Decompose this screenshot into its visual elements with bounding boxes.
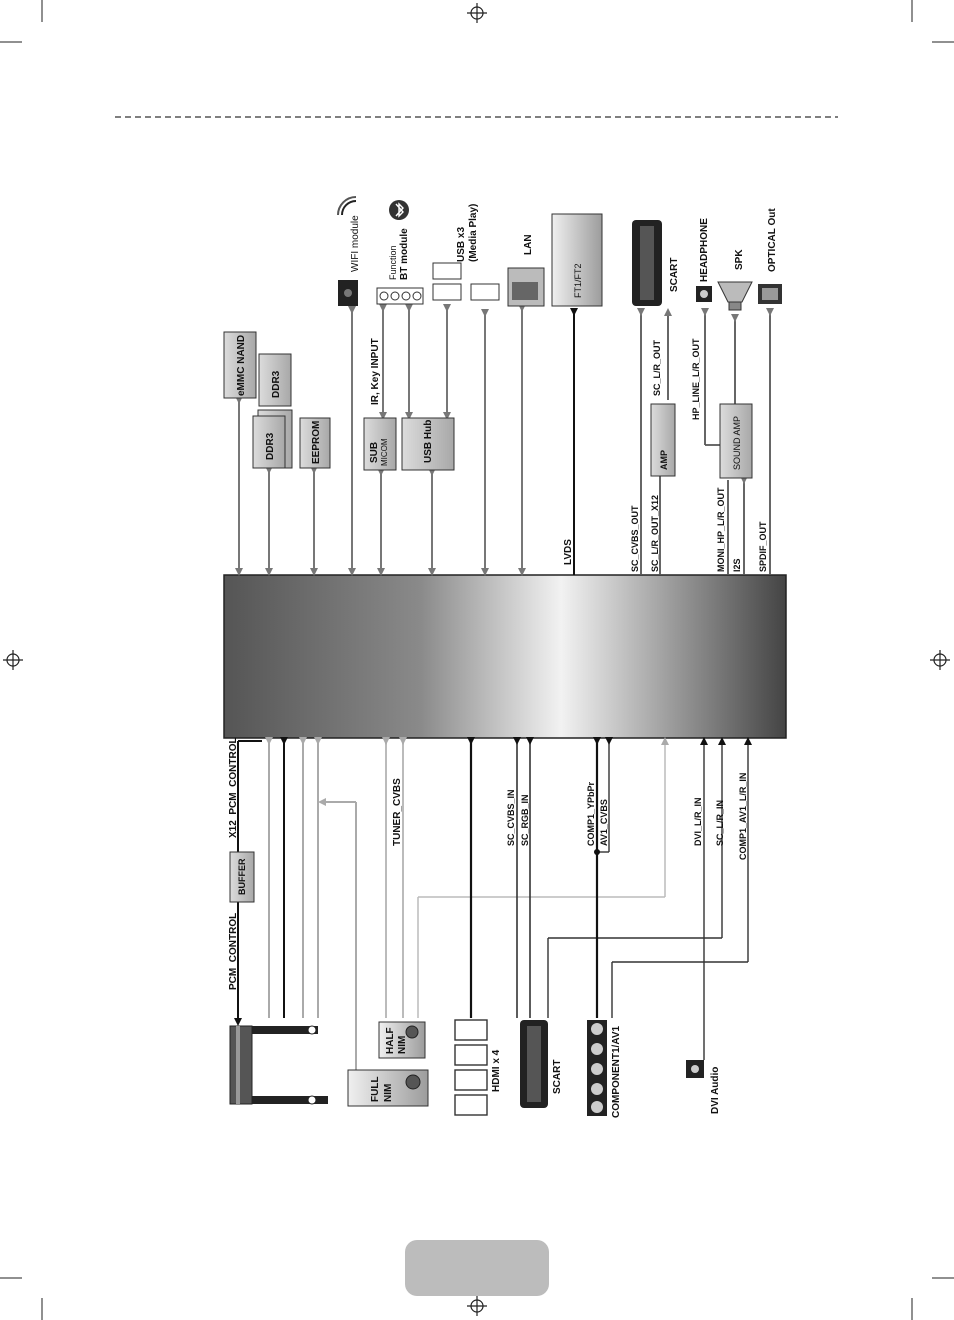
comp1-av1-lr-in-label: COMP1_AV1_L/R_IN: [738, 773, 748, 860]
registration-mark-icon: [3, 650, 23, 670]
ft1-ft2-panel: [551, 213, 603, 307]
sc-lr-out-label: SC_L/R_OUT: [652, 339, 662, 396]
comp1-ypbpr-label: COMP1_YPbPr: [586, 781, 596, 846]
full-nim-label-1: FULL: [370, 1076, 381, 1102]
registration-mark-icon: [467, 3, 487, 23]
wifi-icon: [337, 196, 357, 216]
lvds-label: LVDS: [563, 539, 574, 565]
usb-hub-label: USB Hub: [423, 420, 434, 463]
ft1-ft2-label: FT1/FT2: [573, 263, 583, 298]
optical-out-label: OPTICAL Out: [767, 208, 778, 272]
usb-port-1: [432, 262, 462, 280]
buffer-box: [229, 851, 255, 903]
tuner-cvbs-label: TUNER_CVBS: [392, 778, 403, 846]
amp-label: AMP: [659, 450, 669, 470]
speaker-icon: [717, 281, 753, 311]
sc-rgb-in-label: SC_RGB_IN: [520, 794, 530, 846]
sound-amp-label: SOUND AMP: [732, 416, 742, 470]
function-label: Function: [388, 245, 398, 280]
sub-micom-box: [363, 417, 397, 471]
lan-label: LAN: [523, 234, 534, 255]
half-nim-box: [378, 1021, 426, 1059]
ddr3-b-label: DDR3: [271, 370, 282, 398]
dvi-lr-in-label: DVI_L/R_IN: [693, 797, 703, 846]
sc-cvbs-in-label: SC_CVBS_IN: [506, 789, 516, 846]
scart-input-connector: [520, 1020, 548, 1108]
sub-micom-label-1: SUB: [369, 442, 380, 463]
spdif-out-label: SPDIF_OUT: [758, 521, 768, 572]
eeprom-box: [299, 417, 331, 469]
spk-label: SPK: [734, 249, 745, 270]
x12-pcm-control-label: X12_PCM_CONTROL: [228, 737, 239, 838]
half-nim-label-1: HALF: [385, 1027, 396, 1054]
wifi-module-label: WIFI module: [350, 215, 361, 272]
usb-port-2: [432, 283, 462, 301]
pcm-control-label: PCM_CONTROL: [228, 913, 239, 990]
amp-box: [650, 403, 676, 477]
tuner-control-lines: [234, 737, 669, 1070]
full-nim-label-2: NIM: [383, 1084, 394, 1102]
scart-out-label: SCART: [669, 258, 680, 292]
page-number-tab: [405, 1240, 549, 1296]
av-input-lines: [467, 737, 752, 1060]
moni-hp-lr-out-label: MONI_HP_L/R_OUT: [716, 487, 726, 572]
component1-av1-label: COMPONENT1/AV1: [611, 1026, 622, 1118]
av1-cvbs-label: AV1_CVBS: [599, 799, 609, 846]
top-connections: [235, 304, 526, 576]
usb-port-3: [470, 283, 500, 301]
scart-in-label: SCART: [552, 1060, 563, 1094]
sc-lr-out-x12-label: SC_L/R_OUT_X12: [650, 495, 660, 572]
registration-mark-icon: [467, 1296, 487, 1316]
dvi-audio-label: DVI Audio: [710, 1067, 721, 1114]
ddr3-box-b: [258, 353, 292, 407]
hdmi-x4-label: HDMI x 4: [491, 1049, 502, 1092]
hp-line-lr-out-label: HP_LINE_L/R_OUT: [691, 338, 701, 420]
bt-module-label: BT module: [399, 228, 410, 280]
sound-amp-box: [719, 403, 753, 479]
main-soc-chip: [223, 574, 787, 739]
usb-hub-box: [401, 417, 455, 471]
media-play-label: (Media Play): [468, 204, 479, 262]
ddr3-a-label: DDR3: [265, 432, 276, 460]
ir-key-input-label: IR, Key INPUT: [370, 338, 381, 405]
component-av-jacks: [587, 1020, 607, 1116]
sc-lr-in-label: SC_L/R_IN: [715, 800, 725, 846]
headphone-label: HEADPHONE: [699, 218, 710, 282]
emmc-nand-label: eMMC NAND: [236, 335, 247, 396]
audio-out-lines: [637, 308, 774, 575]
sub-micom-label-2: MICOM: [380, 438, 389, 466]
scart-output-connector: [632, 220, 662, 306]
sc-cvbs-out-label: SC_CVBS_OUT: [630, 505, 640, 572]
hdmi-ports: [454, 1019, 488, 1116]
half-nim-label-2: NIM: [397, 1036, 408, 1054]
ddr3-box-a: [252, 415, 286, 469]
i2s-label: I2S: [732, 558, 742, 572]
optical-out-connector: [758, 284, 782, 304]
usb-x3-label: USB x3: [456, 227, 467, 262]
buffer-label: BUFFER: [237, 858, 247, 895]
eeprom-label: EEPROM: [311, 421, 322, 464]
emmc-nand-box: [223, 331, 257, 399]
registration-mark-icon: [930, 650, 950, 670]
bt-module-box: [376, 287, 424, 305]
tuner-connector: [229, 1025, 328, 1105]
